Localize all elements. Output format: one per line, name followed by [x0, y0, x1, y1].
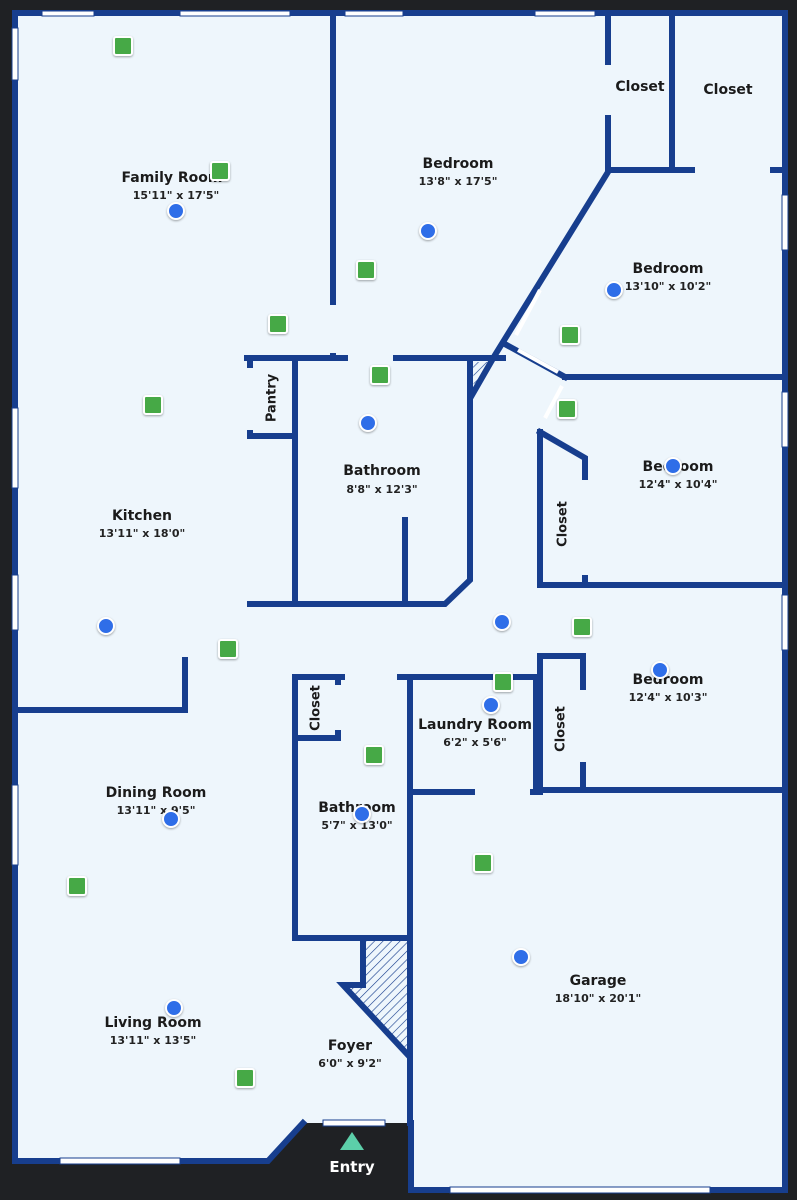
garage-dims: 18'10" x 20'1": [554, 992, 642, 1005]
blue-marker[interactable]: [419, 222, 437, 240]
foyer-dims: 6'0" x 9'2": [318, 1057, 382, 1070]
green-marker[interactable]: [356, 260, 376, 280]
blue-marker[interactable]: [482, 696, 500, 714]
entry-label: Entry: [329, 1158, 375, 1176]
blue-marker[interactable]: [97, 617, 115, 635]
door-openings: [247, 65, 770, 795]
blue-marker[interactable]: [605, 281, 623, 299]
bathroom-lower-dims: 5'7" x 13'0": [321, 819, 393, 832]
foyer-label: Foyer: [327, 1038, 373, 1054]
dining-room-dims: 13'11" x 9'5": [116, 804, 196, 817]
blue-marker[interactable]: [651, 661, 669, 679]
bathroom-center-dims: 8'8" x 12'3": [346, 483, 418, 496]
blue-marker[interactable]: [664, 457, 682, 475]
green-marker[interactable]: [473, 853, 493, 873]
closet-small-label: Closet: [308, 685, 324, 731]
bedroom-top-label: Bedroom: [422, 156, 494, 172]
green-marker[interactable]: [572, 617, 592, 637]
kitchen-dims: 13'11" x 18'0": [98, 527, 186, 540]
family-room-label: Family Room: [121, 170, 223, 186]
blue-marker[interactable]: [162, 810, 180, 828]
blue-marker[interactable]: [165, 999, 183, 1017]
blue-marker[interactable]: [512, 948, 530, 966]
door-swings: [514, 289, 564, 419]
blue-marker[interactable]: [167, 202, 185, 220]
windows: [11, 10, 789, 1194]
green-marker[interactable]: [113, 36, 133, 56]
bedroom-right-1-dims: 13'10" x 10'2": [624, 280, 712, 293]
green-marker[interactable]: [364, 745, 384, 765]
bedroom-right-2-dims: 12'4" x 10'4": [638, 478, 718, 491]
green-marker[interactable]: [210, 161, 230, 181]
closet-top-right-label: Closet: [703, 82, 753, 98]
laundry-room-label: Laundry Room: [418, 717, 532, 733]
green-marker[interactable]: [235, 1068, 255, 1088]
living-room-dims: 13'11" x 13'5": [109, 1034, 197, 1047]
pantry-label: Pantry: [264, 373, 280, 423]
family-room-dims: 15'11" x 17'5": [132, 189, 220, 202]
closet-right-2-label: Closet: [555, 501, 571, 547]
living-room-label: Living Room: [104, 1015, 202, 1031]
bedroom-right-3-label: Bedroom: [632, 672, 704, 688]
kitchen-label: Kitchen: [111, 508, 173, 524]
closet-right-3-label: Closet: [553, 706, 569, 752]
green-marker[interactable]: [67, 876, 87, 896]
up-triangle-icon: [340, 1132, 364, 1150]
bedroom-right-3-dims: 12'4" x 10'3": [628, 691, 708, 704]
blue-marker[interactable]: [493, 613, 511, 631]
green-marker[interactable]: [560, 325, 580, 345]
bathroom-center-label: Bathroom: [343, 463, 421, 479]
bedroom-top-dims: 13'8" x 17'5": [418, 175, 498, 188]
green-marker[interactable]: [557, 399, 577, 419]
hatched-stair-foyer: [343, 940, 408, 1055]
green-marker[interactable]: [370, 365, 390, 385]
laundry-room-dims: 6'2" x 5'6": [443, 736, 507, 749]
dining-room-label: Dining Room: [105, 785, 207, 801]
garage-label: Garage: [569, 973, 627, 989]
blue-marker[interactable]: [353, 805, 371, 823]
green-marker[interactable]: [493, 672, 513, 692]
green-marker[interactable]: [218, 639, 238, 659]
green-marker[interactable]: [143, 395, 163, 415]
closet-top-left-label: Closet: [615, 79, 665, 95]
green-marker[interactable]: [268, 314, 288, 334]
blue-marker[interactable]: [359, 414, 377, 432]
bedroom-right-1-label: Bedroom: [632, 261, 704, 277]
